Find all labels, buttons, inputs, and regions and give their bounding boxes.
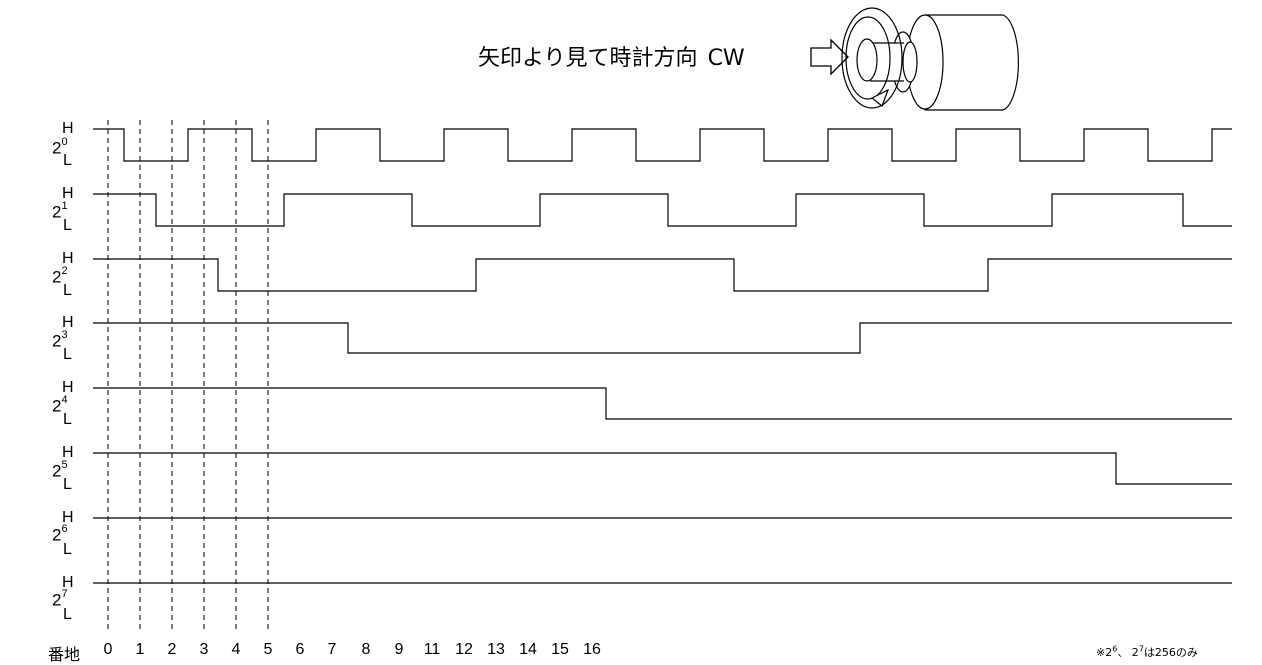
address-label: 2 xyxy=(167,641,177,658)
bit-label-5: 25 xyxy=(52,459,68,481)
level-high-label: H xyxy=(62,509,74,526)
bit-label-4: 24 xyxy=(52,394,68,416)
level-low-label: L xyxy=(63,476,72,493)
address-label: 7 xyxy=(327,641,337,658)
level-high-label: H xyxy=(62,444,74,461)
waveform-bit-5 xyxy=(93,452,1232,485)
address-label: 3 xyxy=(199,641,209,658)
address-label: 12 xyxy=(455,641,473,658)
level-high-label: H xyxy=(62,250,74,267)
bit-label-3: 23 xyxy=(52,329,68,351)
waveform-bit-1 xyxy=(93,193,1232,227)
address-label: 1 xyxy=(135,641,145,658)
footnote: ※26、 27は256のみ xyxy=(1096,644,1198,659)
address-guides xyxy=(107,120,269,632)
level-high-label: H xyxy=(62,120,74,137)
waveform-bit-0 xyxy=(93,128,1232,162)
waveform-bit-3 xyxy=(93,322,1232,354)
waveform-bit-2 xyxy=(93,258,1232,292)
level-high-label: H xyxy=(62,574,74,591)
level-low-label: L xyxy=(63,541,72,558)
address-axis-title: 番地 xyxy=(48,645,81,664)
bit-label-2: 22 xyxy=(52,265,68,287)
bit-label-0: 20 xyxy=(52,136,68,158)
address-label: 5 xyxy=(263,641,273,658)
level-high-label: H xyxy=(62,379,74,396)
address-label: 8 xyxy=(361,641,371,658)
bit-label-7: 27 xyxy=(52,588,68,610)
cw-label: CW xyxy=(707,46,745,71)
bit-label-1: 21 xyxy=(52,200,68,222)
cw-arrow-icon xyxy=(810,38,849,76)
level-low-label: L xyxy=(63,606,72,623)
waveform-bit-4 xyxy=(93,387,1232,420)
level-low-label: L xyxy=(63,411,72,428)
level-low-label: L xyxy=(63,346,72,363)
address-label: 6 xyxy=(295,641,305,658)
address-label: 11 xyxy=(423,641,441,658)
bit-label-6: 26 xyxy=(52,523,68,545)
level-high-label: H xyxy=(62,185,74,202)
address-label: 16 xyxy=(583,641,601,658)
address-label: 14 xyxy=(519,641,537,658)
address-label: 0 xyxy=(103,641,113,658)
level-high-label: H xyxy=(62,314,74,331)
address-label: 9 xyxy=(394,641,404,658)
rotation-direction-text: 矢印より見て時計方向 xyxy=(478,46,698,71)
level-low-label: L xyxy=(63,282,72,299)
rotary-encoder-icon xyxy=(841,7,1020,111)
address-label: 15 xyxy=(551,641,569,658)
address-label: 13 xyxy=(487,641,505,658)
address-label: 4 xyxy=(231,641,241,658)
level-low-label: L xyxy=(63,152,72,169)
rotation-direction-caption: 矢印より見て時計方向 CW xyxy=(478,40,745,72)
level-low-label: L xyxy=(63,217,72,234)
